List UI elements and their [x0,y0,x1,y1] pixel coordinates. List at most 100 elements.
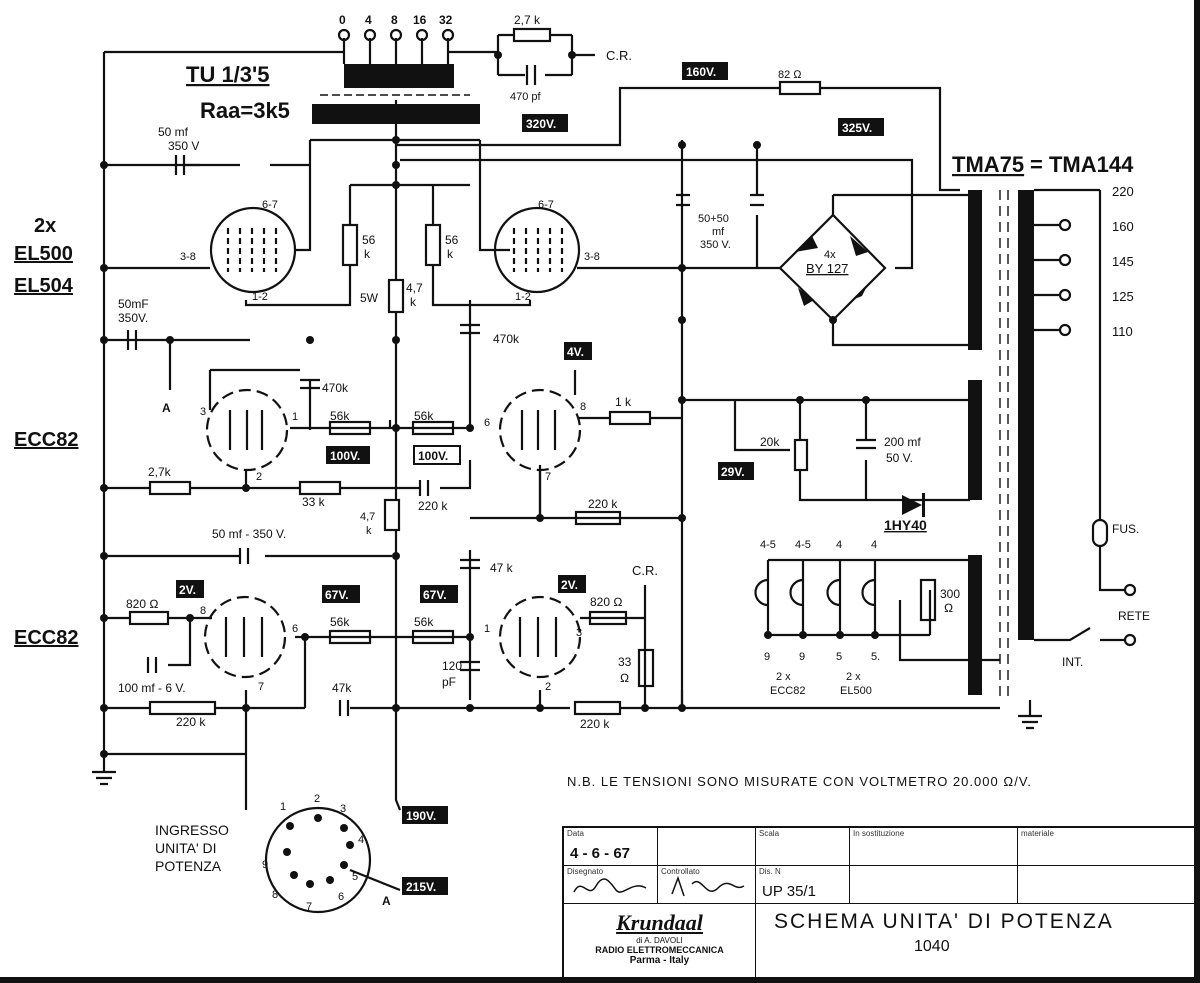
r56k-2-label: 56k [414,409,434,423]
svg-text:7: 7 [306,901,312,913]
voltage-325v: 325V. [838,118,884,136]
r33-unit: Ω [620,671,629,685]
svg-text:2: 2 [314,793,320,805]
voltage-note: N.B. LE TENSIONI SONO MISURATE CON VOLTM… [567,774,1032,789]
r33-value: 33 [618,655,632,669]
company-name: RADIO ELETTROMECCANICA [595,945,724,955]
r56k-1-label: 56k [330,409,350,423]
tube-ecc82-input-a [203,595,287,679]
svg-text:9: 9 [764,651,770,663]
svg-text:1: 1 [292,411,298,423]
r820-b-label: 820 Ω [590,595,623,609]
company-location: Parma - Italy [629,955,690,966]
bridge-diodes [795,236,925,517]
company-cell: Krundaal di A. DAVOLI RADIO ELETTROMECCA… [564,904,756,980]
svg-text:5: 5 [836,651,842,663]
checked-cell: Controllato [658,866,756,904]
svg-text:190V.: 190V. [406,809,436,823]
input-coupling [295,550,542,708]
tube-ecc82-driver-a [205,388,289,472]
svg-text:7: 7 [258,681,264,693]
r300-unit: Ω [944,601,953,615]
svg-text:4: 4 [871,539,877,551]
voltage-320v: 320V. [522,114,568,132]
c5050-label-3: 350 V. [700,239,731,251]
mains-terminals [1058,218,1137,647]
tube-el500-right [493,206,581,294]
svg-text:100V.: 100V. [418,449,448,463]
a-label-top: A [162,401,171,415]
bridge-ac [831,193,970,347]
diode-label: 1HY40 [884,517,927,533]
connector-labels: INGRESSO UNITA' DI POTENZA 1 2 3 4 5 6 7… [155,793,391,913]
connector-feed [394,530,402,811]
tube-count-label: 2x [34,215,56,237]
c470pf-label: 470 pf [510,91,542,103]
r20k-label: 20k [760,435,780,449]
r220k-l-label: 220 k [176,715,206,729]
svg-text:2: 2 [545,681,551,693]
mains-wiring [1034,190,1125,642]
r820-a-label: 820 Ω [126,597,159,611]
svg-text:ECC82: ECC82 [770,685,805,697]
heater-labels: 4-5 4-5 4 4 9 9 5 5. 2 x ECC82 2 x EL500 [760,539,880,697]
svg-text:5: 5 [352,871,358,883]
c120pf-value: 120 [442,659,462,673]
svg-text:4-5: 4-5 [760,539,776,551]
r56k-b-label: 56 [445,233,459,247]
svg-text:7: 7 [545,471,551,483]
power-core-dashes [999,190,1009,700]
voltage-67v-a: 67V. [322,585,360,603]
cr-top-label: C.R. [606,48,632,63]
voltage-100v-a: 100V. [326,446,370,464]
svg-text:8: 8 [200,605,206,617]
svg-text:3-8: 3-8 [584,251,600,263]
svg-text:1-2: 1-2 [252,291,268,303]
date-caption: Data [567,829,584,838]
connector-a-wire [349,868,401,892]
svg-text:215V.: 215V. [406,880,436,894]
drawing-number-value: UP 35/1 [762,883,816,900]
b-plus-325 [400,158,914,270]
bridge-rectifier [778,213,887,322]
svg-text:67V.: 67V. [325,588,349,602]
svg-text:100V.: 100V. [330,449,360,463]
feedback-220k [470,465,682,520]
svg-text:3: 3 [200,406,206,418]
svg-text:2V.: 2V. [561,578,578,592]
drawing-number-caption: Dis. N [759,867,781,876]
switch-label: INT. [1062,655,1083,669]
c47k-b-label: 47k [332,681,352,695]
svg-text:2 x: 2 x [846,671,861,683]
heater-loops [754,578,876,607]
c47k-a-label: 47 k [490,561,514,575]
output-taps [337,27,595,85]
svg-text:6: 6 [484,417,490,429]
r56k-4-label: 56k [414,615,434,629]
substitution-cell: In sostituzione [850,828,1018,866]
din-connector [264,806,372,914]
r56k-3-label: 56k [330,615,350,629]
tube-ecc82-driver-b [498,388,582,472]
company-owner: di A. DAVOLI [636,936,683,945]
resistors [128,80,937,716]
svg-text:POTENZA: POTENZA [155,858,222,874]
svg-text:220: 220 [1112,184,1134,199]
r1k-label: 1 k [615,395,632,409]
c120pf-unit: pF [442,675,456,689]
svg-text:32: 32 [439,13,453,27]
cr-bottom-label: C.R. [632,563,658,578]
svg-text:3: 3 [340,803,346,815]
r56k-b-unit: k [447,247,454,261]
svg-text:67V.: 67V. [423,588,447,602]
power-transformer-alt: = TMA144 [1030,152,1134,177]
svg-text:UNITA' DI: UNITA' DI [155,840,217,856]
fuse-label: FUS. [1112,522,1139,536]
drawn-caption: Disegnato [567,867,604,876]
blank-cell-c [1018,866,1196,904]
ground-symbol-left [92,760,116,786]
svg-text:0: 0 [339,13,346,27]
r47-5w-unit: k [410,295,417,309]
c50mf-350-label: 50 mf - 350 V. [212,527,286,541]
